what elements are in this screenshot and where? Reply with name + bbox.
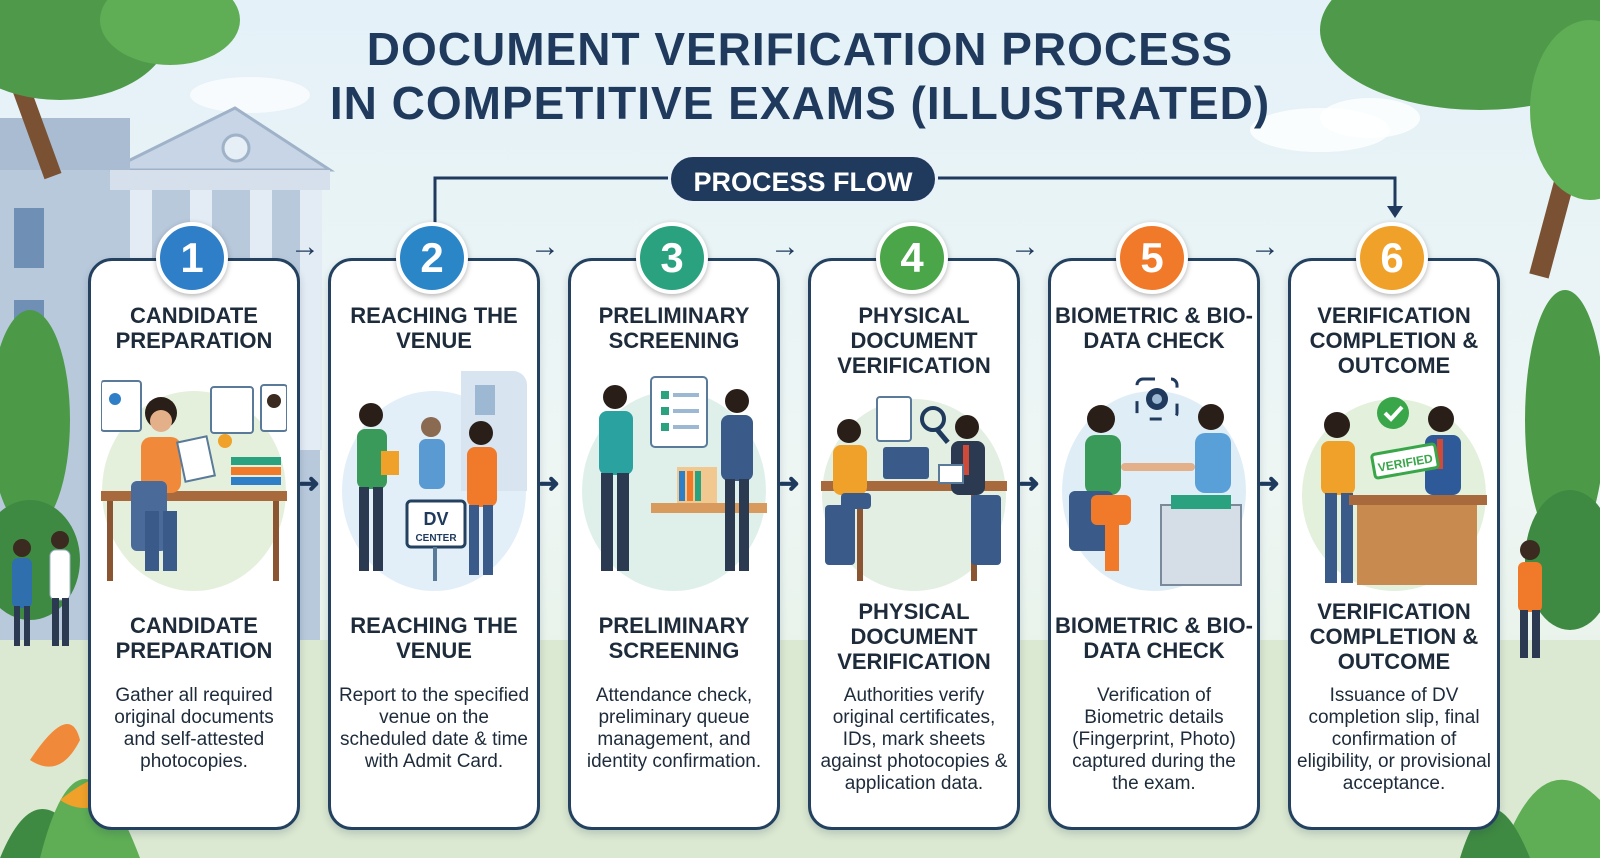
step-description: Verification of Biometric details (Finge… [1072, 685, 1236, 794]
dv-center-sign-line-2: CENTER [415, 533, 457, 544]
step-number-badge: 2 [396, 222, 468, 294]
step-subtitle: CANDIDATE PREPARATION [115, 613, 273, 663]
step-description: Gather all required original documents a… [114, 685, 274, 772]
person-right [1518, 540, 1542, 658]
step-subtitle: PRELIMINARY SCREENING [598, 613, 750, 663]
process-flow-line [433, 176, 1397, 228]
step-description: Issuance of DV completion slip, final co… [1297, 685, 1491, 794]
illustration-document-verification [821, 395, 1007, 591]
illustration-preliminary-screening [581, 371, 767, 591]
step-title: BIOMETRIC & BIO-DATA CHECK [1055, 303, 1253, 353]
step-card-1: CANDIDATE PREPARATION CANDIDATE PREPARAT… [88, 258, 300, 830]
step-subtitle: BIOMETRIC & BIO-DATA CHECK [1055, 613, 1253, 663]
arrow-right-icon: ➜ [538, 468, 560, 498]
tree-right [1320, 0, 1600, 630]
step-number-badge: 5 [1116, 222, 1188, 294]
step-number-badge: 6 [1356, 222, 1428, 294]
illustration-reaching-venue: DV CENTER [341, 371, 527, 591]
title-line-1: DOCUMENT VERIFICATION PROCESS [366, 23, 1234, 75]
process-flow-label: PROCESS FLOW [668, 154, 938, 204]
title-line-2: IN COMPETITIVE EXAMS (ILLUSTRATED) [329, 77, 1271, 129]
arrow-right-icon: ➜ [298, 468, 320, 498]
step-number-badge: 1 [156, 222, 228, 294]
illustration-candidate-preparation [101, 371, 287, 591]
step-description: Attendance check, preliminary queue mana… [586, 685, 762, 772]
arrow-right-icon: → [1010, 230, 1040, 263]
arrow-right-icon: → [1250, 230, 1280, 263]
step-card-5: BIOMETRIC & BIO-DATA CHECK BIOMETRIC & B… [1048, 258, 1260, 830]
step-number-badge: 4 [876, 222, 948, 294]
step-number-badge: 3 [636, 222, 708, 294]
people-left [12, 531, 71, 646]
step-title: VERIFICATION COMPLETION & OUTCOME [1309, 303, 1479, 378]
step-card-2: REACHING THE VENUE DV CENTER REACHING TH… [328, 258, 540, 830]
step-title: CANDIDATE PREPARATION [115, 303, 273, 353]
arrow-right-icon: ➜ [1258, 468, 1280, 498]
arrow-right-icon: ➜ [778, 468, 800, 498]
dv-center-sign-line-1: DV [423, 509, 448, 529]
step-title: PHYSICAL DOCUMENT VERIFICATION [837, 303, 991, 378]
page-title: DOCUMENT VERIFICATION PROCESS IN COMPETI… [0, 22, 1600, 130]
step-card-6: VERIFICATION COMPLETION & OUTCOME VERIFI… [1288, 258, 1500, 830]
step-subtitle: PHYSICAL DOCUMENT VERIFICATION [837, 599, 991, 674]
step-description: Authorities verify original certificates… [820, 685, 1008, 794]
illustration-biometric-check [1061, 371, 1247, 591]
arrow-right-icon: → [770, 230, 800, 263]
step-card-3: PRELIMINARY SCREENING PRELIMINARY S [568, 258, 780, 830]
arrow-right-icon: ➜ [1018, 468, 1040, 498]
arrow-right-icon: → [530, 230, 560, 263]
step-title: REACHING THE VENUE [350, 303, 518, 353]
illustration-verification-outcome: VERIFIED [1301, 395, 1487, 591]
step-card-4: PHYSICAL DOCUMENT VERIFICATION PHYSICAL … [808, 258, 1020, 830]
step-description: Report to the specified venue on the sch… [338, 685, 530, 772]
step-title: PRELIMINARY SCREENING [598, 303, 750, 353]
arrow-right-icon: → [290, 230, 320, 263]
step-subtitle: REACHING THE VENUE [350, 613, 518, 663]
step-subtitle: VERIFICATION COMPLETION & OUTCOME [1309, 599, 1479, 674]
